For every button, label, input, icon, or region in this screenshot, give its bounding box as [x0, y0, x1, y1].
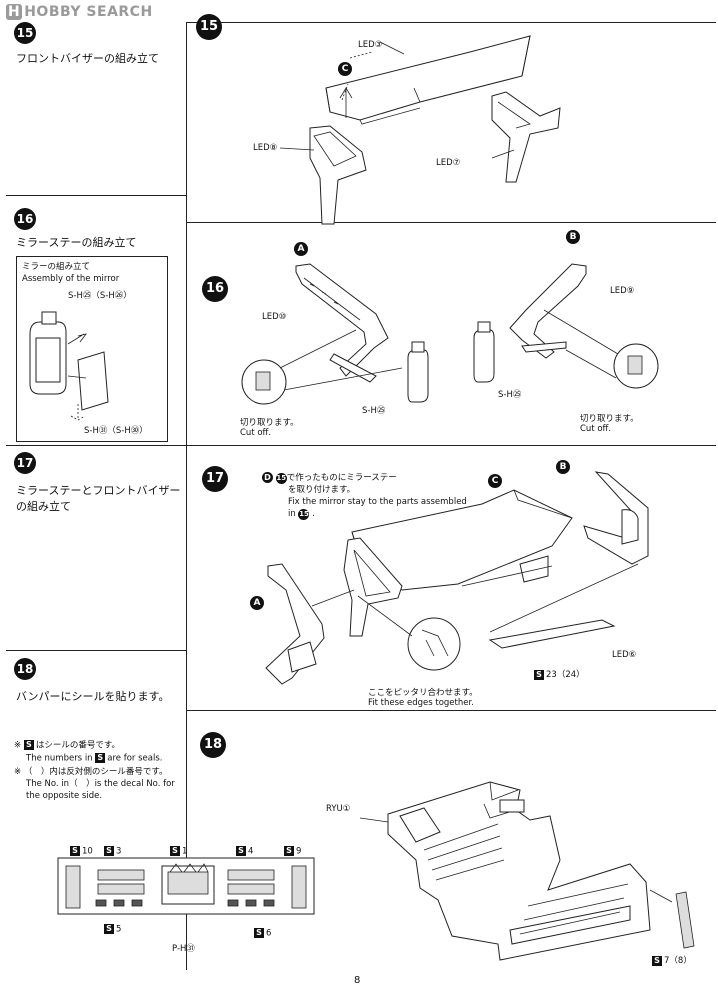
fig15-led8: LED⑧ [253, 143, 278, 153]
fig17-label-a: A [250, 596, 264, 610]
fig16-led9: LED⑨ [610, 286, 635, 296]
left-divider-2 [6, 445, 186, 446]
fig16-sh25-left: S-H㉕ [362, 406, 386, 416]
fig17-instruction-en1: Fix the mirror stay to the parts assembl… [288, 497, 467, 507]
step-15-badge: 15 [14, 22, 36, 44]
fig16-cut-jp-left: 切り取ります。 [240, 418, 299, 428]
fig16-drawing [241, 263, 659, 405]
step-16-title: ミラーステーの組み立て [16, 236, 137, 249]
fig17-fit-en: Fit these edges together. [368, 698, 474, 708]
page-number: 8 [354, 975, 361, 986]
left-divider-1 [6, 195, 186, 196]
bumper-seal-diagram [57, 857, 315, 915]
mirror-box-part-bottom: S-H㉛（S-H㉚） [84, 426, 148, 436]
fig-15-badge: 15 [196, 14, 222, 40]
fig15-led3: LED③ [358, 40, 383, 50]
fig16-cut-jp-right: 切り取ります。 [580, 414, 639, 424]
fig16-label-a: A [294, 242, 308, 256]
fig15-led7: LED⑦ [436, 158, 461, 168]
fig17-label-c: C [488, 474, 502, 488]
fig16-cut-en-right: Cut off. [580, 424, 612, 434]
fig16-label-b: B [566, 230, 580, 244]
fig-18-badge: 18 [200, 732, 226, 758]
fig17-label-b: B [556, 460, 570, 474]
note-2-en-1: The No. in（ ）is the decal No. for [26, 779, 175, 789]
mirror-box-title-jp: ミラーの組み立て [22, 262, 91, 272]
fig18-drawing [359, 781, 695, 961]
fig15-drawing [279, 35, 561, 225]
divider-17-18 [186, 710, 716, 711]
step-17-title-line1: ミラーステーとフロントバイザー [16, 484, 181, 497]
mirror-assembly-box [16, 256, 168, 442]
step-18-badge: 18 [14, 658, 36, 680]
fig16-sh25-right: S-H㉕ [498, 390, 522, 400]
seal-label-p31: P-H㉛ [172, 944, 195, 954]
divider-15-16 [186, 222, 716, 223]
step-17-title-line2: の組み立て [16, 500, 71, 513]
step-16-badge: 16 [14, 208, 36, 230]
fig-16-badge: 16 [202, 276, 228, 302]
top-rule [186, 22, 716, 23]
fig17-instruction-jp2: を取り付けます。 [288, 485, 356, 495]
fig16-led10: LED⑩ [262, 312, 287, 322]
mirror-box-part-top: S-H㉕（S-H㉖） [68, 291, 132, 301]
mirror-assembly-drawing [29, 311, 109, 421]
fig17-instruction-jp1: D 15で作ったものにミラーステー [262, 472, 397, 484]
fig15-label-c: C [338, 62, 352, 76]
left-divider-3 [6, 650, 186, 651]
fig17-drawing [265, 471, 649, 685]
fig17-instruction-en2: in 15 . [288, 509, 315, 520]
step-15-title: フロントバイザーの組み立て [16, 52, 159, 65]
note-2-en-2: the opposite side. [26, 791, 103, 801]
fig-17-badge: 17 [202, 466, 228, 492]
fig17-led6: LED⑥ [612, 650, 637, 660]
divider-16-17 [186, 445, 716, 446]
mirror-box-title-en: Assembly of the mirror [22, 274, 120, 284]
step-18-title: バンパーにシールを貼ります。 [16, 690, 170, 703]
fig18-ryu1: RYU① [326, 804, 351, 814]
note-2-jp: ※ （ ）内は反対側のシール番号です。 [14, 767, 168, 777]
column-divider [186, 22, 187, 970]
step-17-badge: 17 [14, 452, 36, 474]
fig17-fit-jp: ここをピッタリ合わせます。 [368, 688, 478, 698]
fig16-cut-en-left: Cut off. [240, 428, 272, 438]
